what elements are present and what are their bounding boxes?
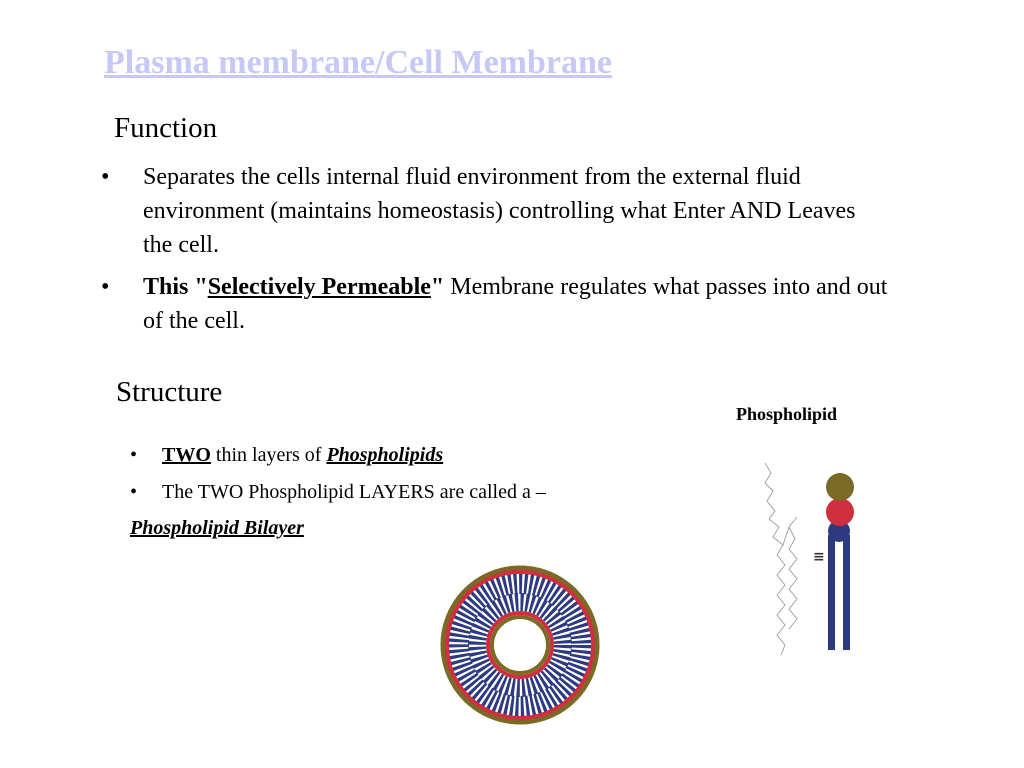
- two-term: TWO: [162, 444, 211, 466]
- phospholipid-caption: Phospholipid: [736, 404, 838, 424]
- bullet-marker: •: [101, 164, 110, 190]
- head-skeleton: [764, 462, 776, 520]
- function-heading: Function: [114, 112, 218, 144]
- inner-choline-heads: [490, 615, 550, 675]
- liposome-inner-tails: [468, 593, 572, 697]
- inner-phosphate-heads: [486, 611, 554, 679]
- liposome-outer-tails: [447, 572, 593, 718]
- phospholipid-bilayer-term: Phospholipid Bilayer: [130, 517, 304, 539]
- outer-phosphate-heads: [445, 570, 595, 720]
- inner-tail-ring: [468, 593, 572, 697]
- structural-formula: [764, 462, 798, 656]
- function-bullet-1: • Separates the cells internal fluid env…: [101, 160, 883, 262]
- outer-tail-ring: [447, 572, 593, 718]
- outer-choline-heads: [440, 565, 600, 725]
- phospholipid-illustration: ≡: [764, 462, 854, 656]
- fatty-acid-tail-right: [843, 535, 850, 650]
- glycerol-skeleton: [768, 516, 798, 546]
- choline-sphere: [826, 473, 854, 501]
- structure-bullet-2-text: The TWO Phospholipid LAYERS are called a…: [162, 481, 546, 503]
- tail-skeleton-1: [776, 544, 786, 656]
- fatty-acid-tail-left: [828, 535, 835, 650]
- selectively-permeable-term: Selectively Permeable: [207, 274, 431, 300]
- glycerol-sphere: [828, 520, 850, 542]
- bullet-marker: •: [130, 444, 138, 466]
- structure-bullet-1-middle: thin layers of: [210, 444, 327, 466]
- function-bullet-1-text: Separates the cells internal fluid envir…: [143, 164, 856, 258]
- bullet-marker: •: [101, 274, 110, 300]
- structure-heading: Structure: [116, 376, 223, 408]
- phosphate-sphere: [826, 498, 854, 526]
- phospholipids-term: Phospholipids: [326, 444, 444, 466]
- tail-skeleton-2: [788, 526, 798, 630]
- bold-lead: This ": [143, 274, 208, 300]
- liposome-illustration: [440, 565, 600, 725]
- structure-bullet-2: • The TWO Phospholipid LAYERS are called…: [130, 479, 546, 505]
- function-bullet-2-rest: Membrane regulates what passes into and …: [143, 274, 888, 334]
- liposome-core: [495, 620, 545, 670]
- bold-close: ": [430, 274, 445, 300]
- function-bullet-2: • This "Selectively Permeable" Membrane …: [101, 270, 903, 338]
- page-title: Plasma membrane/Cell Membrane: [104, 44, 612, 81]
- svg-text:≡: ≡: [813, 549, 825, 565]
- structure-bullet-1: • TWO thin layers of Phospholipids: [130, 442, 444, 468]
- bullet-marker: •: [130, 481, 138, 503]
